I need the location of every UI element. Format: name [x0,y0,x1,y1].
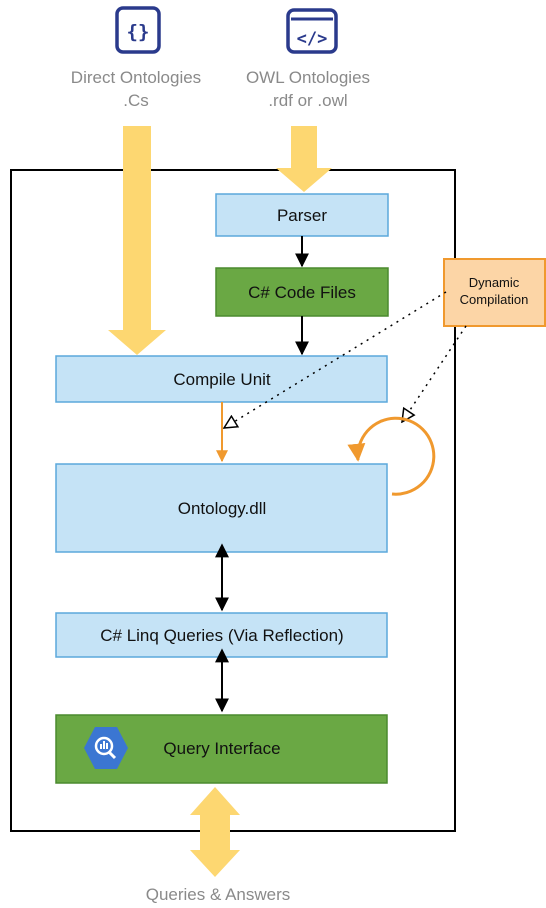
direct-ontologies-label: Direct Ontologies [71,68,201,87]
dynamic-compilation-box [443,258,546,327]
dynamic-to-loop-dotted-arrow [402,325,467,422]
queries-answers-double-arrow [190,787,240,877]
direct-ontologies-ext: .Cs [123,91,149,110]
bigquery-icon [84,727,128,769]
direct-ontologies-source: {} Direct Ontologies .Cs [71,6,201,110]
dynamic-compilation-label-2: Compilation [460,292,529,307]
curly-braces-icon [115,6,161,54]
owl-flow-arrow [276,126,332,192]
queries-answers-label: Queries & Answers [146,885,291,904]
owl-ontologies-source: </> OWL Ontologies .rdf or .owl [246,8,370,110]
parser-label: Parser [277,206,327,225]
code-files-label: C# Code Files [248,283,356,302]
recompile-loop-arrow [347,416,436,496]
code-tag-icon-glyph: </> [297,29,328,49]
code-files-box [215,267,389,317]
ontology-dll-box [55,463,388,553]
owl-ontologies-ext: .rdf or .owl [268,91,347,110]
curly-braces-icon-glyph: {} [127,21,150,43]
system-frame [10,169,456,832]
ontology-dll-label: Ontology.dll [178,499,267,518]
linq-queries-label: C# Linq Queries (Via Reflection) [100,626,343,645]
compile-unit-box [55,355,388,403]
compile-unit-label: Compile Unit [173,370,271,389]
owl-ontologies-label: OWL Ontologies [246,68,370,87]
dynamic-compilation-label-1: Dynamic [469,275,520,290]
direct-flow-arrow [108,126,166,355]
dynamic-to-compile-dotted-arrow [224,291,447,428]
query-interface-label: Query Interface [163,739,280,758]
